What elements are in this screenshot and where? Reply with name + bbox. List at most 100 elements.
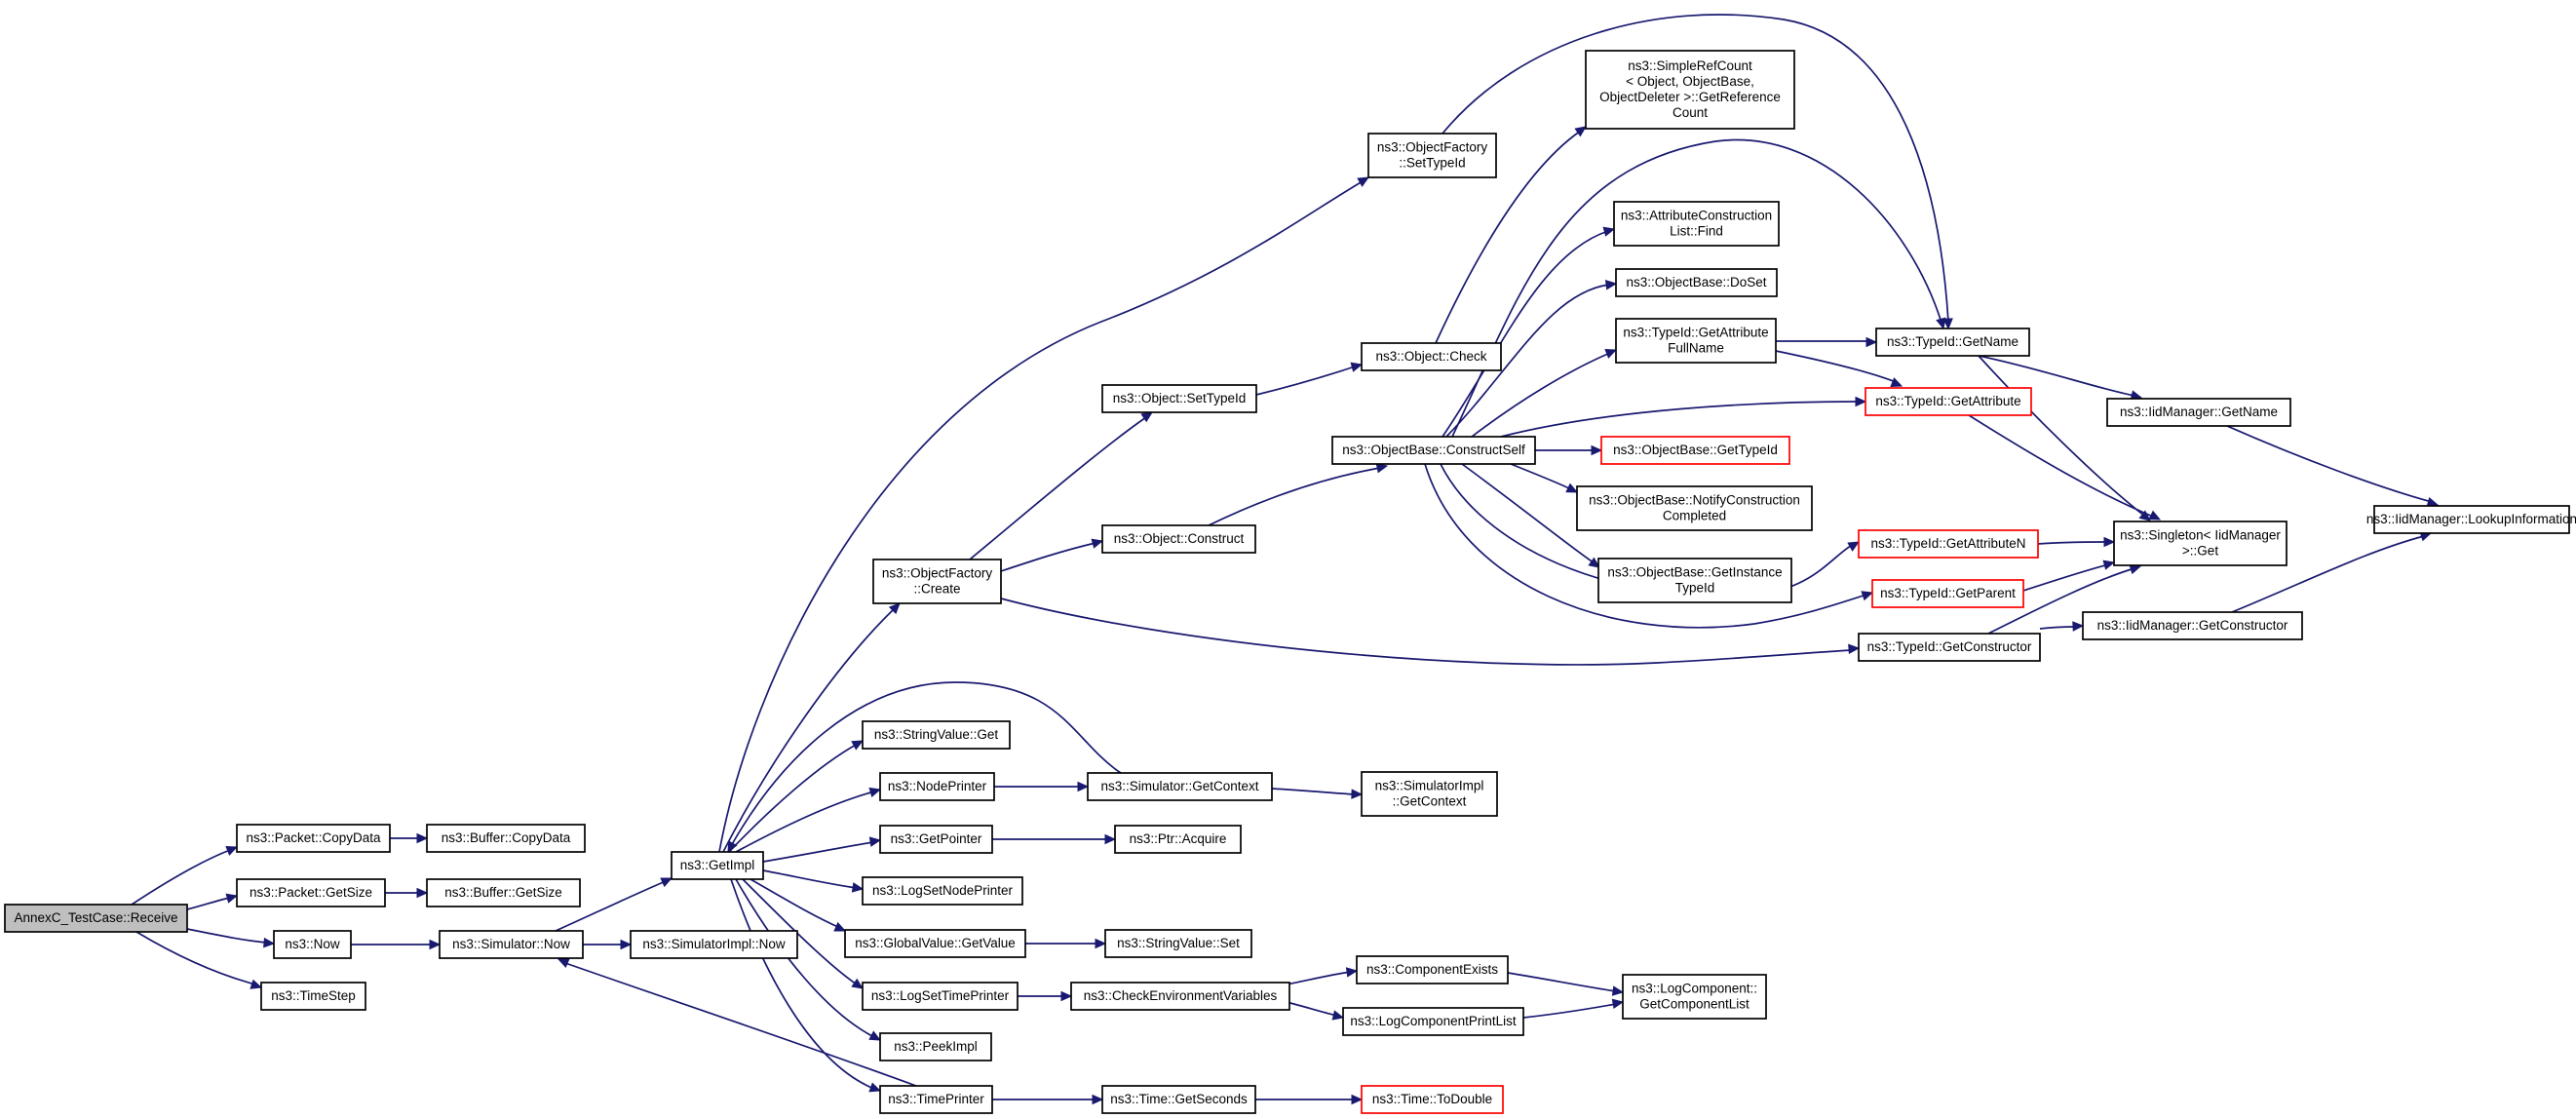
node-box[interactable] (1342, 1007, 1524, 1036)
node-box[interactable] (1114, 825, 1242, 854)
node-box[interactable] (1858, 529, 2039, 559)
node-box[interactable] (1070, 982, 1290, 1011)
node-now[interactable]: ns3::Now (273, 930, 352, 959)
node-buf_copydata[interactable]: ns3::Buffer::CopyData (426, 824, 586, 853)
node-logsetnodeprinter[interactable]: ns3::LogSetNodePrinter (862, 876, 1023, 906)
node-box[interactable] (2082, 611, 2303, 640)
node-time_todouble[interactable]: ns3::Time::ToDouble (1361, 1085, 1504, 1114)
node-box[interactable] (1615, 318, 1777, 364)
node-box[interactable] (671, 851, 764, 880)
node-box[interactable] (1361, 771, 1498, 817)
node-box[interactable] (426, 824, 586, 853)
node-ob_gettypeid[interactable]: ns3::ObjectBase::GetTypeId (1600, 436, 1790, 465)
node-tid_getattribute[interactable]: ns3::TypeId::GetAttribute (1865, 387, 2032, 416)
node-box[interactable] (1585, 50, 1795, 130)
node-singleton_get[interactable]: ns3::Singleton< IidManager>::Get (2113, 521, 2288, 566)
node-box[interactable] (879, 1032, 992, 1061)
node-box[interactable] (1361, 342, 1502, 371)
node-ob_notifyconstruction[interactable]: ns3::ObjectBase::NotifyConstructionCompl… (1576, 485, 1813, 531)
node-timestep[interactable]: ns3::TimeStep (260, 982, 366, 1011)
node-box[interactable] (844, 929, 1026, 958)
node-iidmanager_getconstructor[interactable]: ns3::IidManager::GetConstructor (2082, 611, 2303, 640)
node-box[interactable] (1101, 384, 1257, 413)
node-logcomponent_getlist[interactable]: ns3::LogComponent::GetComponentList (1622, 974, 1767, 1020)
node-box[interactable] (2113, 521, 2288, 566)
node-box[interactable] (236, 824, 391, 853)
node-pkt_getsize[interactable]: ns3::Packet::GetSize (236, 878, 386, 907)
node-box[interactable] (879, 772, 995, 801)
node-checkenv[interactable]: ns3::CheckEnvironmentVariables (1070, 982, 1290, 1011)
node-box[interactable] (1576, 485, 1813, 531)
node-logsettimeprinter[interactable]: ns3::LogSetTimePrinter (862, 982, 1019, 1011)
node-box[interactable] (1101, 1085, 1256, 1114)
node-timeprinter[interactable]: ns3::TimePrinter (879, 1085, 993, 1114)
node-buf_getsize[interactable]: ns3::Buffer::GetSize (426, 878, 581, 907)
node-box[interactable] (2106, 398, 2291, 427)
node-box[interactable] (1087, 772, 1273, 801)
node-box[interactable] (1615, 268, 1778, 297)
node-nodeprinter[interactable]: ns3::NodePrinter (879, 772, 995, 801)
node-box[interactable] (862, 982, 1019, 1011)
node-getpointer[interactable]: ns3::GetPointer (879, 825, 993, 854)
node-box[interactable] (879, 825, 993, 854)
node-tid_getattributen[interactable]: ns3::TypeId::GetAttributeN (1858, 529, 2039, 559)
node-stringvalue_set[interactable]: ns3::StringValue::Set (1104, 929, 1252, 958)
node-box[interactable] (1356, 955, 1509, 984)
node-box[interactable] (260, 982, 366, 1011)
node-root[interactable]: AnnexC_TestCase::Receive (4, 904, 188, 933)
node-ob_doset[interactable]: ns3::ObjectBase::DoSet (1615, 268, 1778, 297)
node-getimpl[interactable]: ns3::GetImpl (671, 851, 764, 880)
node-simplerefcount[interactable]: ns3::SimpleRefCount< Object, ObjectBase,… (1585, 50, 1795, 130)
node-box[interactable] (1367, 133, 1497, 178)
node-box[interactable] (273, 930, 352, 959)
node-box[interactable] (2373, 505, 2570, 534)
node-iidmanager_getname[interactable]: ns3::IidManager::GetName (2106, 398, 2291, 427)
node-of_settypeid[interactable]: ns3::ObjectFactory::SetTypeId (1367, 133, 1497, 178)
node-sim_getcontext[interactable]: ns3::Simulator::GetContext (1087, 772, 1273, 801)
node-iidmanager_lookup[interactable]: ns3::IidManager::LookupInformation (2366, 505, 2576, 534)
node-obj_settypeid[interactable]: ns3::Object::SetTypeId (1101, 384, 1257, 413)
node-box[interactable] (439, 930, 584, 959)
node-box[interactable] (1858, 633, 2041, 662)
node-box[interactable] (426, 878, 581, 907)
node-tid_getname[interactable]: ns3::TypeId::GetName (1875, 328, 2030, 357)
node-box[interactable] (862, 720, 1011, 750)
node-box[interactable] (1361, 1085, 1504, 1114)
node-box[interactable] (1613, 201, 1780, 247)
node-box[interactable] (1622, 974, 1767, 1020)
node-box[interactable] (4, 904, 188, 933)
node-sim_now[interactable]: ns3::Simulator::Now (439, 930, 584, 959)
node-ptr_acquire[interactable]: ns3::Ptr::Acquire (1114, 825, 1242, 854)
node-stringvalue_get[interactable]: ns3::StringValue::Get (862, 720, 1011, 750)
node-globalvalue_getvalue[interactable]: ns3::GlobalValue::GetValue (844, 929, 1026, 958)
node-tid_getparent[interactable]: ns3::TypeId::GetParent (1871, 579, 2024, 608)
node-obj_check[interactable]: ns3::Object::Check (1361, 342, 1502, 371)
node-box[interactable] (1865, 387, 2032, 416)
node-simimpl_now[interactable]: ns3::SimulatorImpl::Now (630, 930, 798, 959)
node-obj_construct[interactable]: ns3::Object::Construct (1101, 524, 1256, 554)
node-box[interactable] (236, 878, 386, 907)
node-box[interactable] (1597, 558, 1792, 603)
node-box[interactable] (1871, 579, 2024, 608)
node-box[interactable] (1600, 436, 1790, 465)
node-box[interactable] (872, 559, 1002, 604)
node-box[interactable] (630, 930, 798, 959)
node-box[interactable] (1875, 328, 2030, 357)
node-pkt_copydata[interactable]: ns3::Packet::CopyData (236, 824, 391, 853)
node-peekimpl[interactable]: ns3::PeekImpl (879, 1032, 992, 1061)
node-box[interactable] (879, 1085, 993, 1114)
node-box[interactable] (862, 876, 1023, 906)
node-logcomponentprintlist[interactable]: ns3::LogComponentPrintList (1342, 1007, 1524, 1036)
node-box[interactable] (1331, 436, 1536, 465)
node-simimpl_getcontext[interactable]: ns3::SimulatorImpl::GetContext (1361, 771, 1498, 817)
node-tid_getconstructor[interactable]: ns3::TypeId::GetConstructor (1858, 633, 2041, 662)
node-of_create[interactable]: ns3::ObjectFactory::Create (872, 559, 1002, 604)
node-box[interactable] (1101, 524, 1256, 554)
node-time_getseconds[interactable]: ns3::Time::GetSeconds (1101, 1085, 1256, 1114)
node-box[interactable] (1104, 929, 1252, 958)
node-ob_constructself[interactable]: ns3::ObjectBase::ConstructSelf (1331, 436, 1536, 465)
node-componentexists[interactable]: ns3::ComponentExists (1356, 955, 1509, 984)
